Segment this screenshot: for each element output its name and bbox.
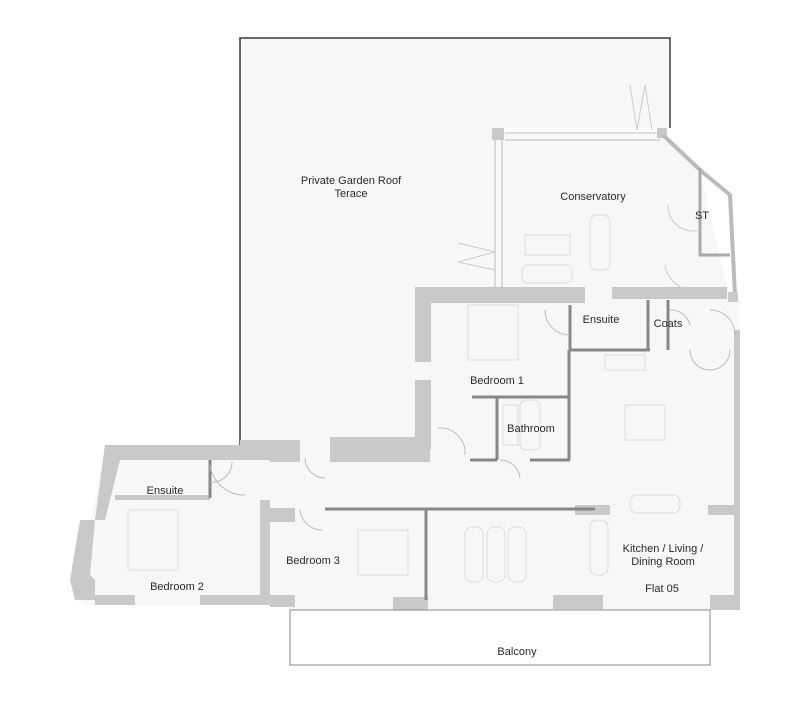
furniture [127, 304, 681, 583]
label-kitchen-living: Kitchen / Living / Dining Room [622, 543, 704, 568]
balcony-area [289, 609, 711, 666]
label-balcony: Balcony [497, 646, 537, 658]
conservatory-area [457, 84, 737, 300]
label-ensuite-1: Ensuite [582, 314, 620, 326]
label-bathroom: Bathroom [507, 423, 555, 435]
label-bedroom-2: Bedroom 2 [150, 581, 204, 593]
label-coats: Coats [653, 318, 683, 330]
label-bedroom-3: Bedroom 3 [286, 555, 340, 567]
label-store: ST [694, 210, 710, 222]
label-bedroom-1: Bedroom 1 [470, 375, 524, 387]
label-flat-number: Flat 05 [645, 583, 679, 595]
terrace-area [239, 37, 671, 448]
label-terrace: Private Garden Roof Terace [300, 175, 402, 200]
label-ensuite-2: Ensuite [146, 485, 184, 497]
label-conservatory: Conservatory [560, 191, 626, 203]
